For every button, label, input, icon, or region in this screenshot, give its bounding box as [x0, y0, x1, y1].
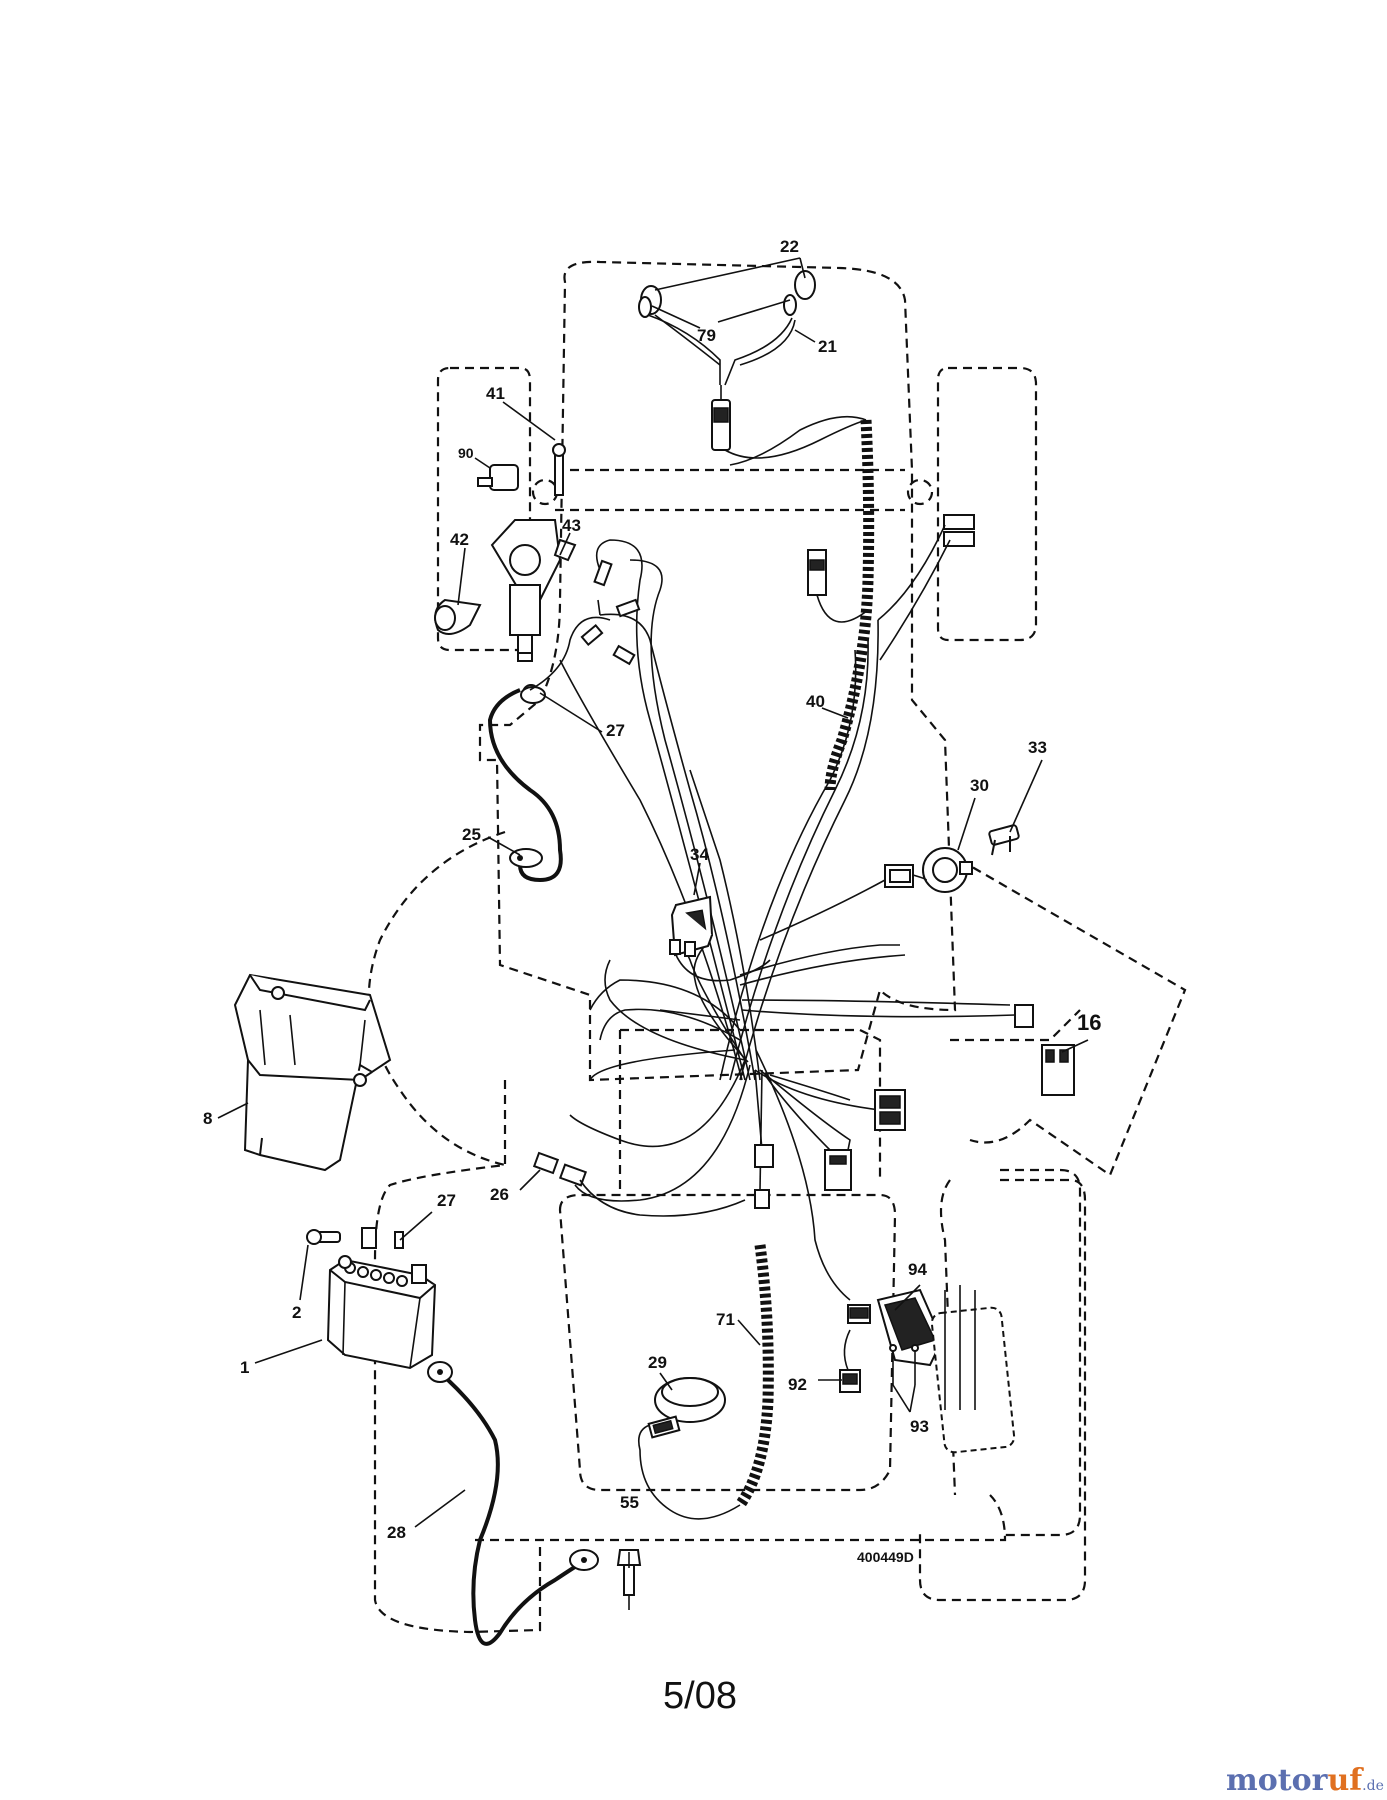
wire-loom-71: [637, 1244, 774, 1520]
callout-29: 29: [648, 1353, 667, 1372]
callout-71: 71: [716, 1310, 735, 1329]
switch-29: [647, 1377, 726, 1439]
fuse-holder-26: [532, 1151, 746, 1217]
callout-94: 94: [908, 1260, 927, 1279]
callout-34: 34: [690, 845, 709, 864]
callout-26: 26: [490, 1185, 509, 1204]
callout-43: 43: [562, 516, 581, 535]
callout-2: 2: [292, 1303, 301, 1322]
callout-labels: 22 79 21 41 90 43 42 27 40 25 33 30 34 1…: [203, 237, 1101, 1542]
callout-40: 40: [806, 692, 825, 711]
callout-55: 55: [620, 1493, 639, 1512]
switch-92: [839, 1304, 871, 1393]
harness-connectors-bottom: [754, 1089, 906, 1209]
callout-27-upper: 27: [606, 721, 625, 740]
callout-27-lower: 27: [437, 1191, 456, 1210]
callout-21: 21: [818, 337, 837, 356]
callout-90: 90: [458, 445, 474, 461]
headlight-harness: [638, 270, 867, 459]
callout-1: 1: [240, 1358, 249, 1377]
switch-94: [876, 1285, 1016, 1454]
battery-cable-28: [427, 1361, 599, 1646]
switch-30: [759, 847, 973, 941]
callout-25: 25: [462, 825, 481, 844]
callout-42: 42: [450, 530, 469, 549]
switch-34: [669, 895, 771, 982]
ground-cable-25: [487, 599, 611, 883]
callout-92: 92: [788, 1375, 807, 1394]
callout-30: 30: [970, 776, 989, 795]
callout-22: 22: [780, 237, 799, 256]
callout-41: 41: [486, 384, 505, 403]
callout-79: 79: [697, 326, 716, 345]
callout-28: 28: [387, 1523, 406, 1542]
svg-text:motoruf.de: motoruf.de: [1226, 1763, 1384, 1798]
callout-33: 33: [1028, 738, 1047, 757]
connector-16: [1014, 1004, 1075, 1096]
watermark-logo: motoruf.de: [1226, 1763, 1384, 1798]
page-number: 5/08: [663, 1675, 737, 1717]
callout-16: 16: [1077, 1010, 1101, 1035]
switch-33: [988, 824, 1020, 856]
screws-93: [889, 1344, 919, 1385]
callout-leaders: [217, 257, 1089, 1568]
wire-loom-40: [729, 415, 875, 791]
callout-8: 8: [203, 1109, 212, 1128]
harness-connectors-top: [580, 514, 975, 666]
diagram-code: 400449D: [857, 1549, 914, 1565]
tractor-outline: [367, 260, 1187, 1634]
battery-box-8: [233, 973, 392, 1172]
battery-1: [306, 1227, 437, 1370]
ignition-switch-assembly: [434, 443, 577, 662]
callout-93: 93: [910, 1417, 929, 1436]
wiring-harness: [559, 539, 1016, 1301]
